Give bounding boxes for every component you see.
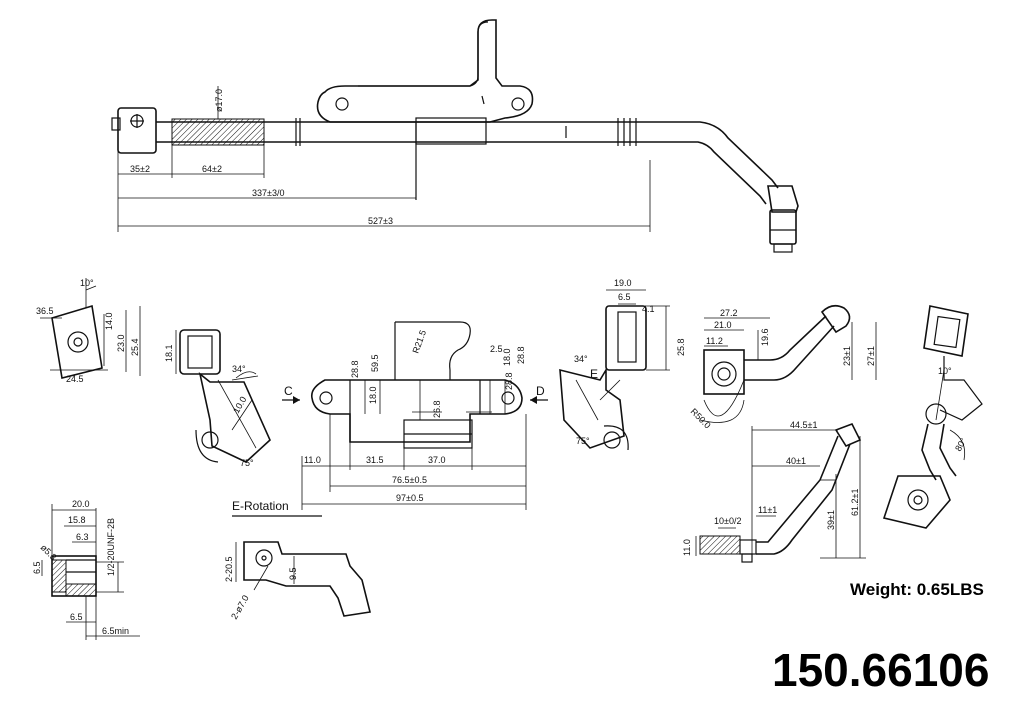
clipr-dim-34: 34°: [574, 354, 588, 364]
tube-end-view: [882, 305, 983, 529]
tt-dim-21: 21.0: [714, 320, 732, 330]
br-dim-r21-5: R21.5: [410, 329, 428, 355]
ts-dim-11-0: 11.0: [682, 539, 692, 556]
ts-dim-61-2: 61.2±1: [850, 489, 860, 516]
fit-dim-25-4: 25.4: [130, 338, 140, 356]
fl-dim-15-8: 15.8: [68, 515, 86, 525]
tt-dim-27-2: 27.2: [720, 308, 738, 318]
view-c-label: C: [284, 384, 293, 398]
clipr-dim-19: 19.0: [614, 278, 632, 288]
fit-dim-14: 14.0: [104, 312, 114, 330]
dim-64: 64±2: [202, 164, 222, 174]
br-dim-28-8b: 28.8: [516, 346, 526, 364]
dim-dia17: ø17.0: [214, 89, 224, 112]
ts-dim-10: 10±0/2: [714, 516, 741, 526]
clipr-dim-6-5: 6.5: [618, 292, 631, 302]
br-dim-28-8c: 28.8: [504, 372, 514, 390]
ts-dim-44-5: 44.5±1: [790, 420, 817, 430]
br-dim-76-5: 76.5±0.5: [392, 475, 427, 485]
part-number: 150.66106: [772, 644, 990, 696]
weight-label: Weight: 0.65LBS: [850, 580, 984, 599]
tt-dim-11-2: 11.2: [706, 336, 723, 346]
er-dim-20-5: 2-20.5: [224, 556, 234, 582]
view-e-label: E: [590, 367, 598, 381]
br-dim-26-8: 26.8: [432, 400, 442, 418]
dim-527: 527±3: [368, 216, 393, 226]
ts-dim-11: 11±1: [758, 505, 777, 515]
fitting-view: [40, 278, 141, 379]
ts-dim-39: 39±1: [826, 510, 836, 530]
br-dim-28-8a: 28.8: [350, 360, 360, 378]
bracket-view: [282, 321, 548, 510]
clipr-dim-75: 75°: [576, 436, 590, 446]
view-d-label: D: [536, 384, 545, 398]
te-dim-10deg: 10°: [938, 366, 952, 376]
flare-detail-view: [41, 504, 140, 640]
dim-337: 337±3/0: [252, 188, 284, 198]
br-dim-11-0: 11.0: [304, 455, 321, 465]
tt-dim-19-6: 19.6: [760, 328, 770, 346]
clipl-dim-10: 10.0: [231, 395, 248, 415]
er-dim-9-5: 9.5: [288, 567, 298, 580]
tt-dim-27: 27±1: [866, 346, 876, 366]
tt-dim-23: 23±1: [842, 346, 852, 366]
clipl-dim-34: 34°: [232, 364, 246, 374]
clipl-dim-75: 75°: [240, 458, 254, 468]
fl-dim-20: 20.0: [72, 499, 90, 509]
e-rotation-label: E-Rotation: [232, 499, 289, 513]
clipl-dim-18-1: 18.1: [164, 344, 174, 362]
ts-dim-40: 40±1: [786, 456, 806, 466]
e-rotation-view: [232, 515, 371, 617]
main-hose-view: [111, 19, 799, 253]
tube-top-view: [699, 304, 877, 423]
br-dim-31-5: 31.5: [366, 455, 384, 465]
fit-dim-24-5: 24.5: [66, 374, 84, 384]
fl-dim-6-5b: 6.5: [70, 612, 83, 622]
fit-dim-23: 23.0: [116, 334, 126, 352]
fit-dim-10deg: 10°: [80, 278, 94, 288]
clip-right-view: [559, 289, 670, 451]
er-dim-dia7: 2-ø7.0: [229, 593, 251, 621]
tube-side-view: [695, 422, 866, 563]
fl-dim-6-3: 6.3: [76, 532, 89, 542]
br-dim-97: 97±0.5: [396, 493, 423, 503]
te-dim-80deg: 80°: [953, 436, 969, 453]
br-dim-18-0b: 18.0: [368, 386, 378, 404]
clipr-dim-25-8: 25.8: [676, 338, 686, 356]
clipr-dim-4-1: 4.1: [642, 304, 655, 314]
fl-dim-thread: 1/2-20UNF-2B: [106, 518, 116, 576]
fl-dim-dia5-3: ø5.3: [39, 542, 59, 562]
dim-35: 35±2: [130, 164, 150, 174]
fl-dim-6-5a: 6.5: [32, 561, 42, 574]
fit-dim-36-5: 36.5: [36, 306, 54, 316]
br-dim-59-5: 59.5: [370, 354, 380, 372]
fl-dim-6-5min: 6.5min: [102, 626, 129, 636]
br-dim-37-0: 37.0: [428, 455, 446, 465]
br-dim-2-5: 2.5: [490, 344, 503, 354]
br-dim-18-0a: 18.0: [502, 348, 512, 366]
clip-left-view: [175, 329, 271, 463]
